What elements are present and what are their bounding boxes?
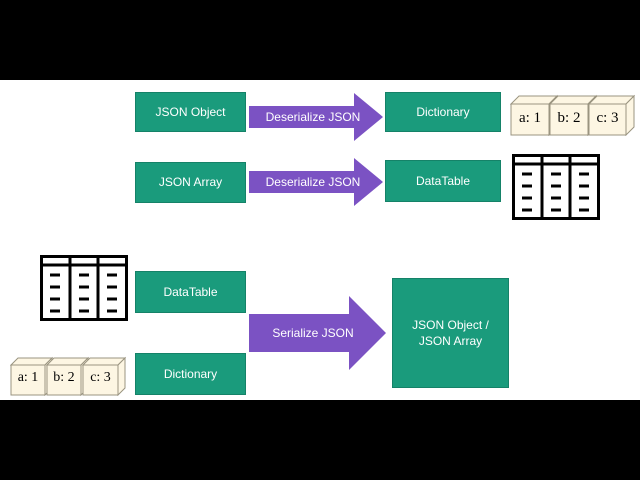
cube-c: c: 3 — [596, 110, 619, 126]
dictionary-source-label: Dictionary — [163, 366, 218, 381]
arrow-shape — [249, 93, 383, 141]
dictionary-cubes-icon: a: 1 b: 2 c: 3 — [510, 94, 635, 136]
dictionary-label: Dictionary — [416, 104, 470, 119]
json-output-box: JSON Object / JSON Array — [392, 278, 509, 388]
deserialize-array-arrow: Deserialize JSON — [249, 158, 383, 206]
cubes-drawing — [10, 356, 126, 396]
dictionary-source-box: Dictionary — [135, 353, 246, 395]
arrow-shape — [249, 158, 383, 206]
json-array-label: JSON Array — [158, 175, 223, 190]
deserialize-array-label: Deserialize JSON — [265, 175, 361, 189]
serialize-label: Serialize JSON — [272, 326, 354, 340]
datatable-source-label: DataTable — [163, 284, 218, 299]
dictionary-box: Dictionary — [385, 92, 501, 132]
cube-a: a: 1 — [518, 110, 542, 126]
cube-b: b: 2 — [557, 110, 581, 126]
slide: JSON Object Deserialize JSON Dictionary … — [0, 80, 640, 400]
deserialize-object-arrow: Deserialize JSON — [249, 93, 383, 141]
table-icon — [512, 154, 600, 220]
serialize-arrow: Serialize JSON — [249, 296, 386, 370]
table-drawing — [40, 255, 128, 321]
datatable-source-box: DataTable — [135, 271, 246, 313]
arrow-shape — [249, 296, 386, 370]
table-icon — [40, 255, 128, 321]
table-drawing — [512, 154, 600, 220]
json-object-label: JSON Object — [155, 104, 226, 119]
cube-b: b: 2 — [53, 370, 75, 385]
datatable-label: DataTable — [415, 173, 471, 188]
json-array-box: JSON Array — [135, 162, 246, 203]
cube-c: c: 3 — [90, 370, 111, 385]
json-object-box: JSON Object — [135, 92, 246, 132]
json-output-label: JSON Object / JSON Array — [412, 317, 489, 348]
dictionary-cubes-icon: a: 1 b: 2 c: 3 — [10, 356, 126, 396]
cubes-drawing — [510, 94, 635, 136]
datatable-box: DataTable — [385, 160, 501, 202]
deserialize-object-label: Deserialize JSON — [265, 110, 361, 124]
cube-a: a: 1 — [17, 370, 39, 385]
